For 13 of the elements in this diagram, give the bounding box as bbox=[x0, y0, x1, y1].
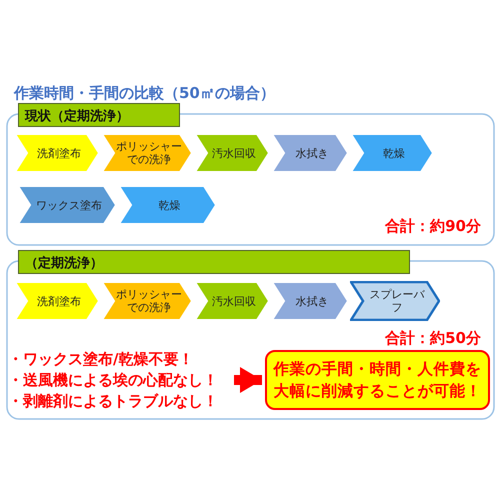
arrow bbox=[234, 367, 262, 393]
bullet-text: ・送風機による埃の心配なし！ bbox=[8, 371, 218, 390]
bullet-text: ・ワックス塗布/乾燥不要！ bbox=[8, 350, 194, 369]
section-panel bbox=[6, 250, 495, 420]
section-tab: （定期洗浄） bbox=[18, 250, 410, 274]
result-box: 作業の手間・時間・人件費を大幅に削減することが可能！ bbox=[265, 350, 490, 410]
total-time-label: 合計：約50分 bbox=[385, 329, 481, 348]
title: 作業時間・手間の比較（50㎡の場合） bbox=[14, 84, 275, 103]
section-panel bbox=[6, 103, 495, 246]
bullet-text: ・剥離剤によるトラブルなし！ bbox=[8, 392, 218, 411]
section-tab: 現状（定期洗浄） bbox=[18, 103, 180, 127]
total-time-label: 合計：約90分 bbox=[385, 217, 481, 236]
chevron-step: ワックス塗布 bbox=[17, 185, 117, 225]
